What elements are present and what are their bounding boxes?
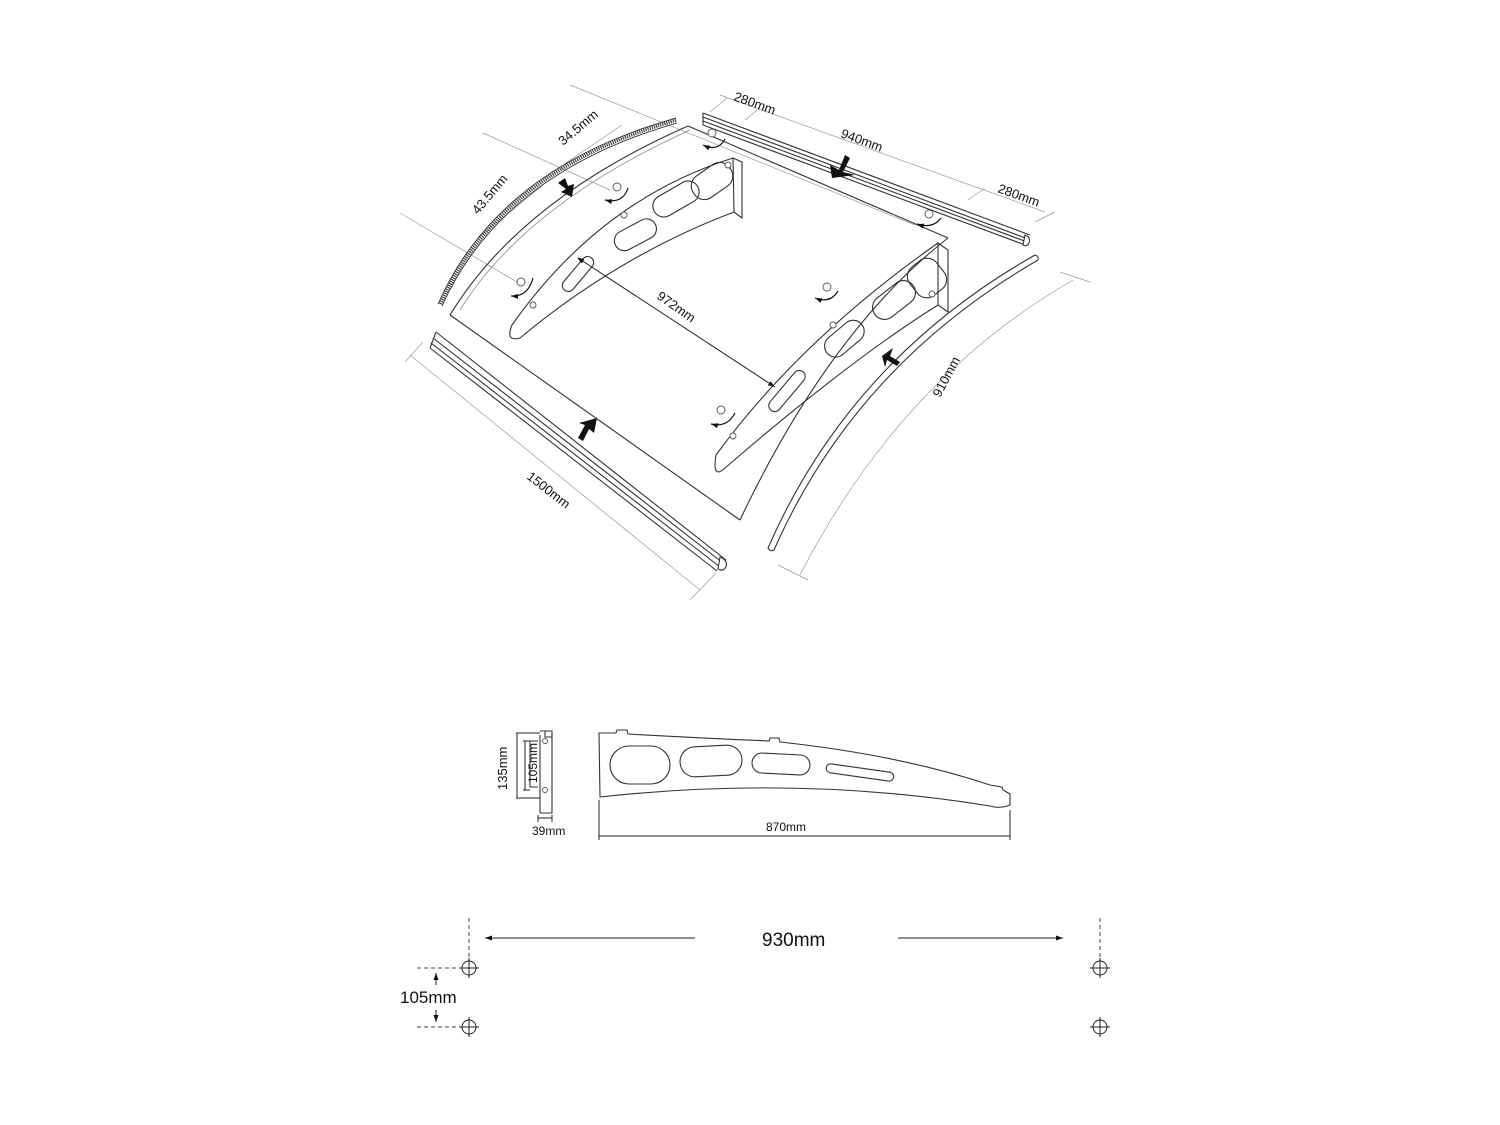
- mounting-layout: 930mm 105mm: [400, 918, 1110, 1037]
- mounting-hole-icon: [1090, 958, 1110, 978]
- insert-arrow-icon: [578, 418, 597, 441]
- gutter-end-left-label: 280mm: [732, 89, 778, 118]
- hole-spacing-label: 105mm: [526, 743, 540, 783]
- horizontal-spacing-label: 930mm: [762, 930, 825, 951]
- bracket-spacing-dimension: [577, 257, 776, 388]
- screw-icon: [702, 128, 726, 151]
- bracket-side-view: 135mm 105mm 39mm 870mm: [495, 729, 1011, 840]
- plate-width-label: 39mm: [532, 824, 565, 838]
- bracket-arm: [598, 729, 1011, 808]
- bracket-spacing-label: 972mm: [654, 288, 698, 325]
- insert-arrow-icon: [882, 348, 900, 367]
- gutter-middle-label: 940mm: [839, 126, 885, 155]
- vertical-spacing-label: 105mm: [400, 988, 457, 1007]
- gutter-end-right-label: 280mm: [996, 181, 1042, 210]
- rear-gutter-profile: [702, 112, 1031, 247]
- screw-icon: [710, 405, 736, 429]
- wall-plate: [529, 730, 553, 814]
- screw-icon: [510, 277, 534, 299]
- front-profile-length-label: 1500mm: [524, 469, 573, 512]
- mounting-hole-icon: [459, 958, 479, 978]
- insert-arrow-icon: [558, 178, 574, 197]
- mounting-hole-icon: [1090, 1017, 1110, 1037]
- right-edge-profile: [767, 254, 1039, 552]
- screw-icon: [814, 282, 839, 303]
- screw-icon: [916, 209, 942, 229]
- screw-icon: [604, 182, 629, 204]
- extension-lines: [399, 84, 1091, 601]
- exploded-view: 280mm 940mm 280mm 34.5mm 43.5mm 972mm 15…: [399, 84, 1091, 601]
- right-bracket: [714, 241, 949, 473]
- plate-height-label: 135mm: [495, 747, 510, 790]
- left-edge-profile: [437, 117, 678, 307]
- insert-arrow-icon: [830, 155, 855, 178]
- left-bracket: [509, 157, 743, 340]
- screws: [510, 128, 942, 429]
- bracket-length-label: 870mm: [766, 820, 806, 834]
- front-bottom-profile: [429, 331, 727, 572]
- polycarbonate-sheet: [449, 125, 949, 521]
- mounting-hole-icon: [459, 1017, 479, 1037]
- arc-length-label: 910mm: [929, 354, 963, 399]
- edge-profile-upper-label: 34.5mm: [555, 107, 601, 149]
